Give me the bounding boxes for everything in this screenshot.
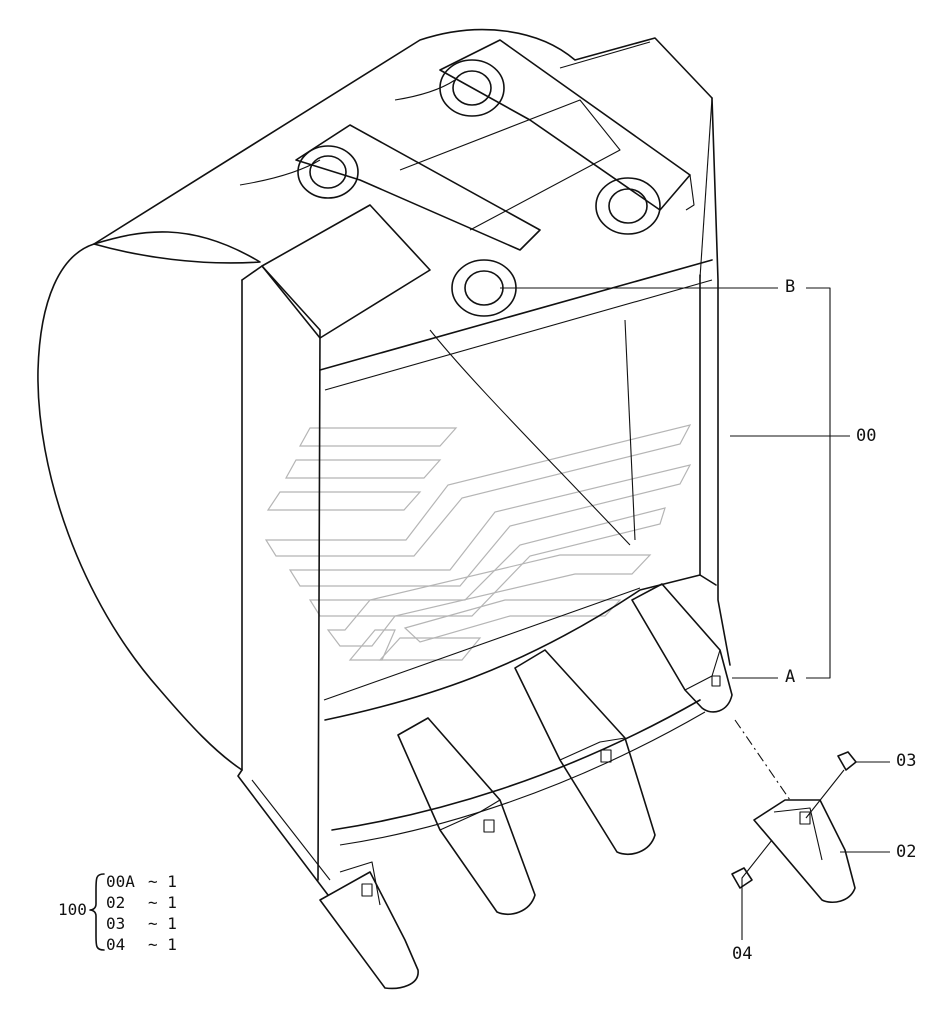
callout-04: 04 [732, 944, 753, 964]
exploded-tooth-02 [753, 799, 856, 904]
tooth-adapter-4 [631, 583, 733, 713]
bom-part: 04 [106, 935, 126, 954]
pin-03 [837, 751, 857, 771]
hinge-brackets [239, 39, 691, 339]
bom-qty: ~ 1 [148, 914, 177, 933]
bom-qty: ~ 1 [148, 935, 177, 954]
bom-part: 03 [106, 914, 126, 933]
bom-assembly-number: 100 [58, 900, 87, 919]
callout-a: A [785, 667, 796, 687]
lock-04 [731, 867, 753, 889]
bom-row: 02 ~ 1 [106, 895, 177, 916]
callout-02: 02 [896, 842, 917, 862]
bom-table: 00A ~ 1 02 ~ 1 03 ~ 1 04 ~ 1 [106, 874, 177, 958]
tooth-1 [319, 861, 419, 990]
bom-part: 00A [106, 872, 135, 891]
bom-qty: ~ 1 [148, 872, 177, 891]
tooth-2 [397, 717, 536, 916]
callout-00: 00 [856, 426, 877, 446]
callout-b: B [785, 277, 796, 297]
tooth-3 [514, 649, 656, 856]
bucket-teeth [319, 583, 733, 990]
bom-row: 03 ~ 1 [106, 916, 177, 937]
assembly-axis [734, 719, 791, 801]
bucket-body [37, 28, 731, 896]
watermark-logo [264, 424, 692, 661]
callout-03: 03 [896, 751, 917, 771]
leader-lines [500, 287, 890, 940]
bom-part: 02 [106, 893, 126, 912]
bom-row: 00A ~ 1 [106, 874, 177, 895]
bom-brace [89, 873, 105, 951]
bom-qty: ~ 1 [148, 893, 177, 912]
bom-row: 04 ~ 1 [106, 937, 177, 958]
